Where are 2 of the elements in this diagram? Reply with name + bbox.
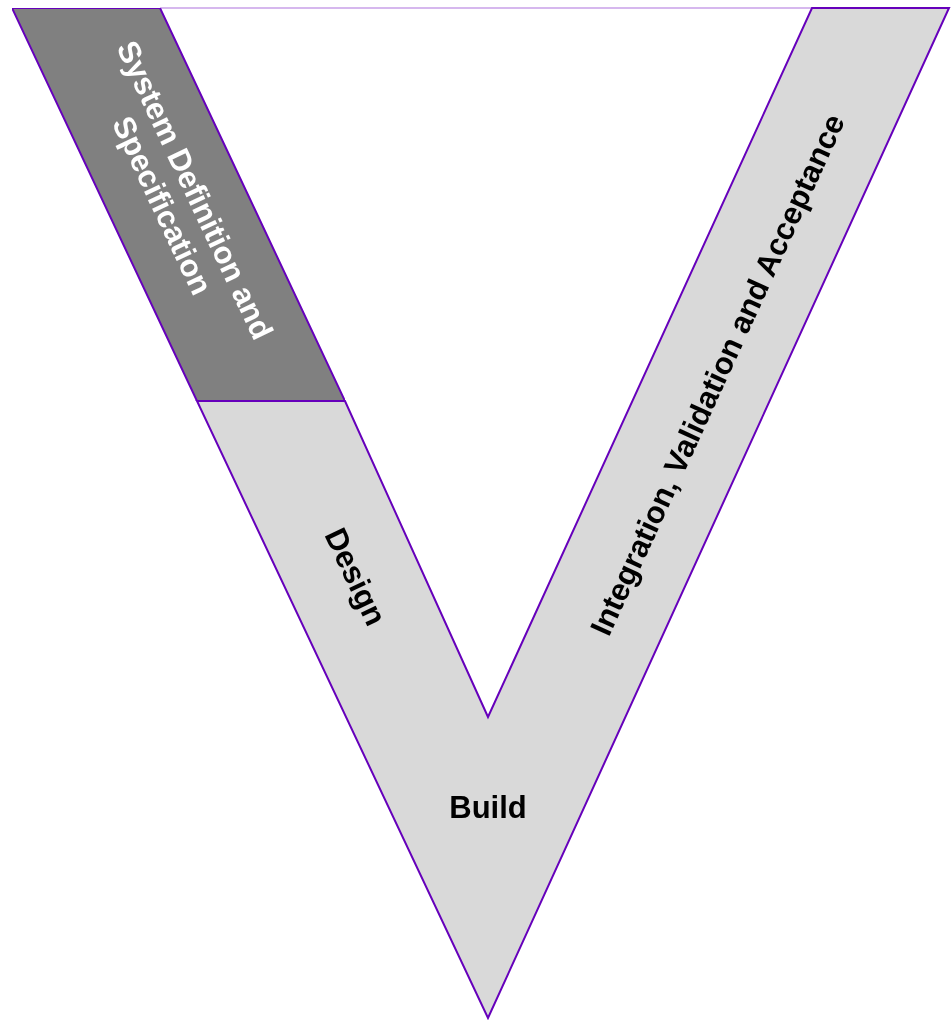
phase-band [12,8,345,401]
phase-label: Build [388,790,588,826]
